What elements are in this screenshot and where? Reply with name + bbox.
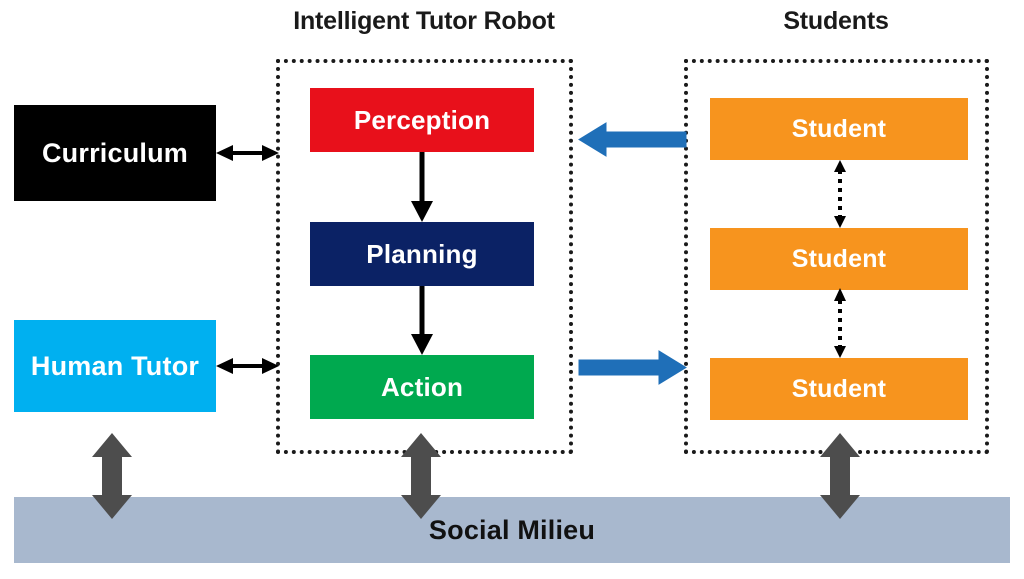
students-group-title: Students <box>783 7 889 35</box>
action-box[interactable]: Action <box>310 355 534 419</box>
students-to-perception-block-arrow-icon <box>578 122 687 157</box>
curriculum-to-robot-arrow-icon <box>216 145 279 161</box>
student-box[interactable]: Student <box>710 228 968 290</box>
action-to-students-block-arrow-icon <box>578 350 687 385</box>
planning-box[interactable]: Planning <box>310 222 534 286</box>
human-tutor-to-robot-arrow-icon <box>216 358 279 374</box>
social-milieu-band: Social Milieu <box>14 497 1010 563</box>
student-box[interactable]: Student <box>710 98 968 160</box>
perception-box[interactable]: Perception <box>310 88 534 152</box>
curriculum-box[interactable]: Curriculum <box>14 105 216 201</box>
robot-group-title: Intelligent Tutor Robot <box>293 7 555 35</box>
human-tutor-box[interactable]: Human Tutor <box>14 320 216 412</box>
student-box[interactable]: Student <box>710 358 968 420</box>
